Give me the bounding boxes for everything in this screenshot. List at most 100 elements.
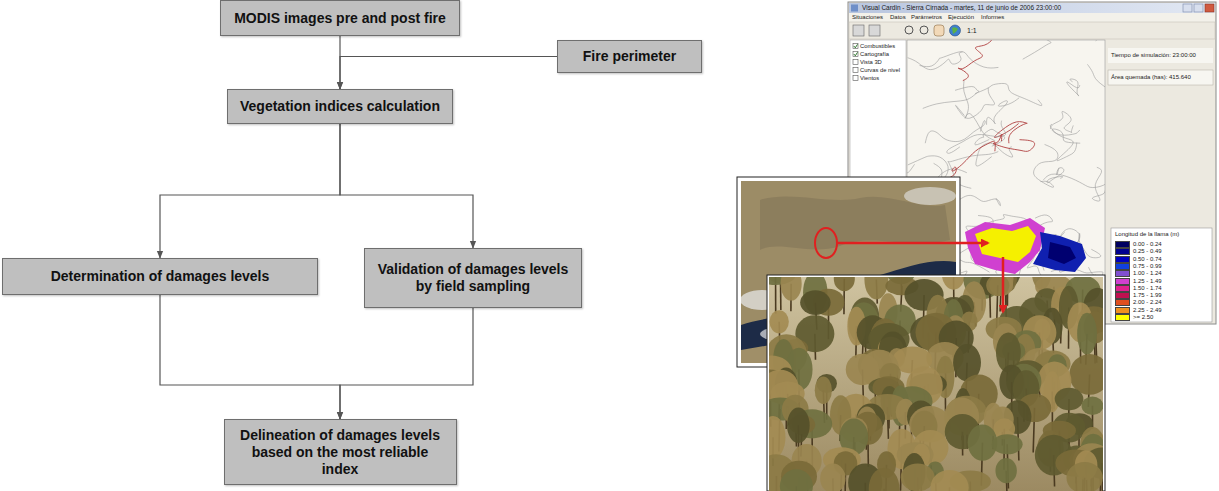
box-text: Validation of damages levels by field sa…: [373, 261, 573, 295]
menu-item: Datos: [890, 14, 906, 21]
legend-row: >= 2.50: [1116, 314, 1153, 321]
title-bar: [849, 3, 1215, 13]
legend-swatch: [1116, 286, 1129, 291]
tree-crown: [869, 468, 900, 491]
legend-text: 0.00 - 0.24: [1133, 241, 1162, 248]
legend-text: 1.50 - 1.74: [1133, 285, 1162, 292]
legend-swatch: [1116, 257, 1129, 262]
burned-area: [1048, 242, 1076, 264]
contour-line: [925, 121, 985, 144]
checkbox: [853, 52, 858, 57]
tree-crown: [992, 434, 1023, 454]
legend-row: 0.75 - 0.99: [1116, 263, 1162, 270]
legend-text: 1.75 - 1.99: [1133, 292, 1162, 299]
burned-area: [1033, 232, 1086, 272]
layer-name: Combustibles: [860, 43, 895, 49]
contour-line: [987, 98, 1020, 125]
legend-text: 0.25 - 0.49: [1133, 248, 1162, 255]
tree-crown: [986, 277, 1009, 296]
legend-swatch: [1116, 308, 1129, 313]
tree-crown: [780, 469, 813, 491]
contour-line: [1005, 40, 1051, 59]
legend-text: >= 2.50: [1133, 314, 1153, 321]
tree-crown: [1066, 462, 1102, 491]
tree-crown: [769, 310, 788, 333]
contour-line: [923, 87, 979, 109]
legend-row: 2.25 - 2.49: [1116, 307, 1162, 314]
menu-item: Informes: [981, 14, 1004, 21]
tree-crown: [942, 277, 965, 290]
tree-crown: [1055, 388, 1084, 411]
burned-area-value: Área quemada (has): 415.640: [1111, 74, 1191, 81]
legend-swatch: [1116, 264, 1129, 269]
legend-text: 1.25 - 1.49: [1133, 278, 1162, 285]
legend-swatch: [1116, 293, 1129, 298]
contour-line: [1096, 40, 1105, 41]
photo-frame: [767, 275, 1105, 491]
menu-item: Parámetros: [911, 14, 942, 21]
info-panel: [1106, 40, 1215, 323]
check-mark: [854, 44, 858, 48]
toolbar: [849, 22, 1215, 39]
checkbox: [853, 44, 858, 49]
menu-item: Situaciones: [852, 14, 883, 21]
tree-crown: [995, 458, 1016, 483]
tree-crown: [815, 377, 832, 405]
minimize-button: [1183, 4, 1192, 12]
simulation-time: Tiempo de simulación: 23:00:00: [1111, 52, 1196, 59]
legend-swatch: [1116, 300, 1129, 305]
contour-line: [908, 156, 948, 178]
zoom-icon: [920, 26, 928, 34]
legend-swatch: [1116, 249, 1129, 254]
legend-row: 0.00 - 0.24: [1116, 241, 1162, 248]
flow-arrow: [160, 295, 340, 419]
contour-line: [1087, 64, 1105, 99]
box-text: MODIS images pre and post fire: [234, 10, 446, 27]
contour-line: [1052, 129, 1080, 143]
cloud: [904, 187, 956, 205]
legend-text: 2.00 - 2.24: [1133, 299, 1162, 306]
window-title: Visual Cardin - Sierra Cirnada - martes,…: [862, 4, 1061, 11]
photo-ground: [769, 277, 1103, 491]
box-text: Fire perimeter: [583, 48, 676, 65]
legend-row: 1.00 - 1.24: [1116, 270, 1162, 277]
legend-row: 2.00 - 2.24: [1116, 299, 1162, 306]
legend-title: Longitud de la llama (m): [1115, 231, 1179, 238]
legend-row: 1.25 - 1.49: [1116, 278, 1162, 285]
contour-line: [975, 83, 1042, 105]
legend-frame: [1111, 228, 1212, 322]
contour-line: [976, 143, 1013, 166]
tree-crown: [800, 290, 831, 315]
legend-row: 0.25 - 0.49: [1116, 248, 1162, 255]
scale-button: 1:1: [967, 27, 977, 35]
contour-line: [1050, 124, 1077, 160]
contour-line: [1034, 144, 1058, 187]
legend-row: 0.50 - 0.74: [1116, 256, 1162, 263]
tree-crown: [787, 408, 810, 443]
layer-name: Vista 3D: [860, 59, 882, 65]
process-box: Determination of damages levels: [2, 258, 318, 295]
tree-crown: [1082, 396, 1103, 415]
box-text: Vegetation indices calculation: [240, 98, 440, 115]
legend-swatch: [1116, 315, 1129, 320]
checkbox: [853, 76, 858, 81]
legend-text: 0.50 - 0.74: [1133, 256, 1162, 263]
road-line: [958, 40, 994, 81]
contour-line: [1092, 167, 1105, 201]
toolbar-icon: [869, 25, 880, 36]
info-field: [1108, 48, 1213, 63]
fire-location-circle: [815, 228, 837, 258]
checkbox: [853, 68, 858, 73]
result-box: Delineation of damages levels based on t…: [224, 419, 457, 485]
contour-line: [908, 52, 963, 70]
legend-swatch: [1116, 279, 1129, 284]
contour-line: [1047, 168, 1064, 183]
contour-line: [947, 121, 1006, 154]
flow-arrow: [160, 124, 340, 258]
tree-crown: [781, 277, 802, 301]
info-field: [1108, 70, 1213, 85]
close-button: [1205, 4, 1214, 12]
pointer-arrow: [1002, 257, 1005, 312]
